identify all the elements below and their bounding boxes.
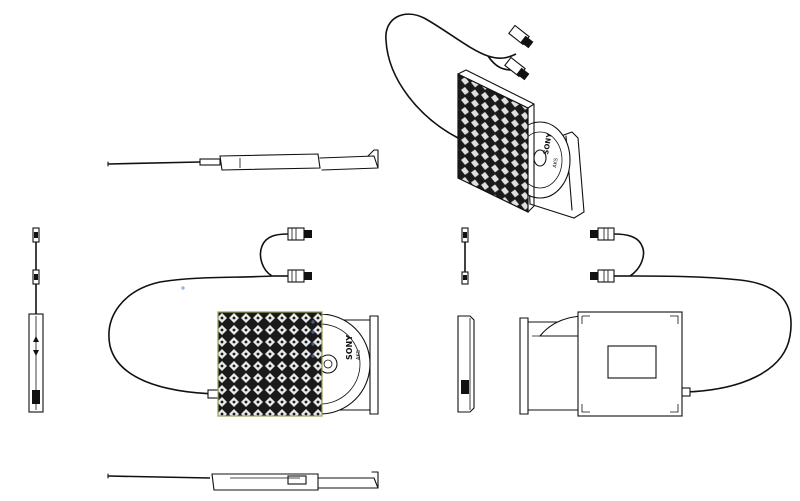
usb-plug-icon bbox=[590, 227, 615, 241]
cursor-crosshair-icon bbox=[181, 286, 315, 358]
usb-plug-icon bbox=[504, 56, 530, 81]
top-edge-view bbox=[107, 149, 379, 171]
usb-plug-icon bbox=[287, 269, 312, 283]
disc-sublabel: AKS bbox=[356, 350, 362, 360]
disc bbox=[322, 314, 371, 415]
usb-plug-icon bbox=[508, 24, 534, 49]
front-view: SONY AKS bbox=[108, 227, 379, 417]
back-view bbox=[519, 227, 792, 417]
selection-box[interactable] bbox=[217, 311, 323, 417]
drive-body bbox=[217, 311, 323, 417]
label-plate bbox=[607, 345, 657, 379]
disc-label: SONY bbox=[345, 335, 354, 360]
right-side-view bbox=[457, 227, 475, 413]
usb-plug-icon bbox=[590, 269, 615, 283]
left-side-view bbox=[28, 227, 44, 413]
isometric-view: SONY AKS bbox=[385, 13, 585, 219]
usb-plug-icon bbox=[287, 227, 312, 241]
bottom-edge-view bbox=[107, 471, 379, 491]
drive-body bbox=[457, 69, 535, 213]
disc-sublabel: AKS bbox=[552, 158, 560, 169]
disc-label: SONY bbox=[542, 131, 554, 155]
